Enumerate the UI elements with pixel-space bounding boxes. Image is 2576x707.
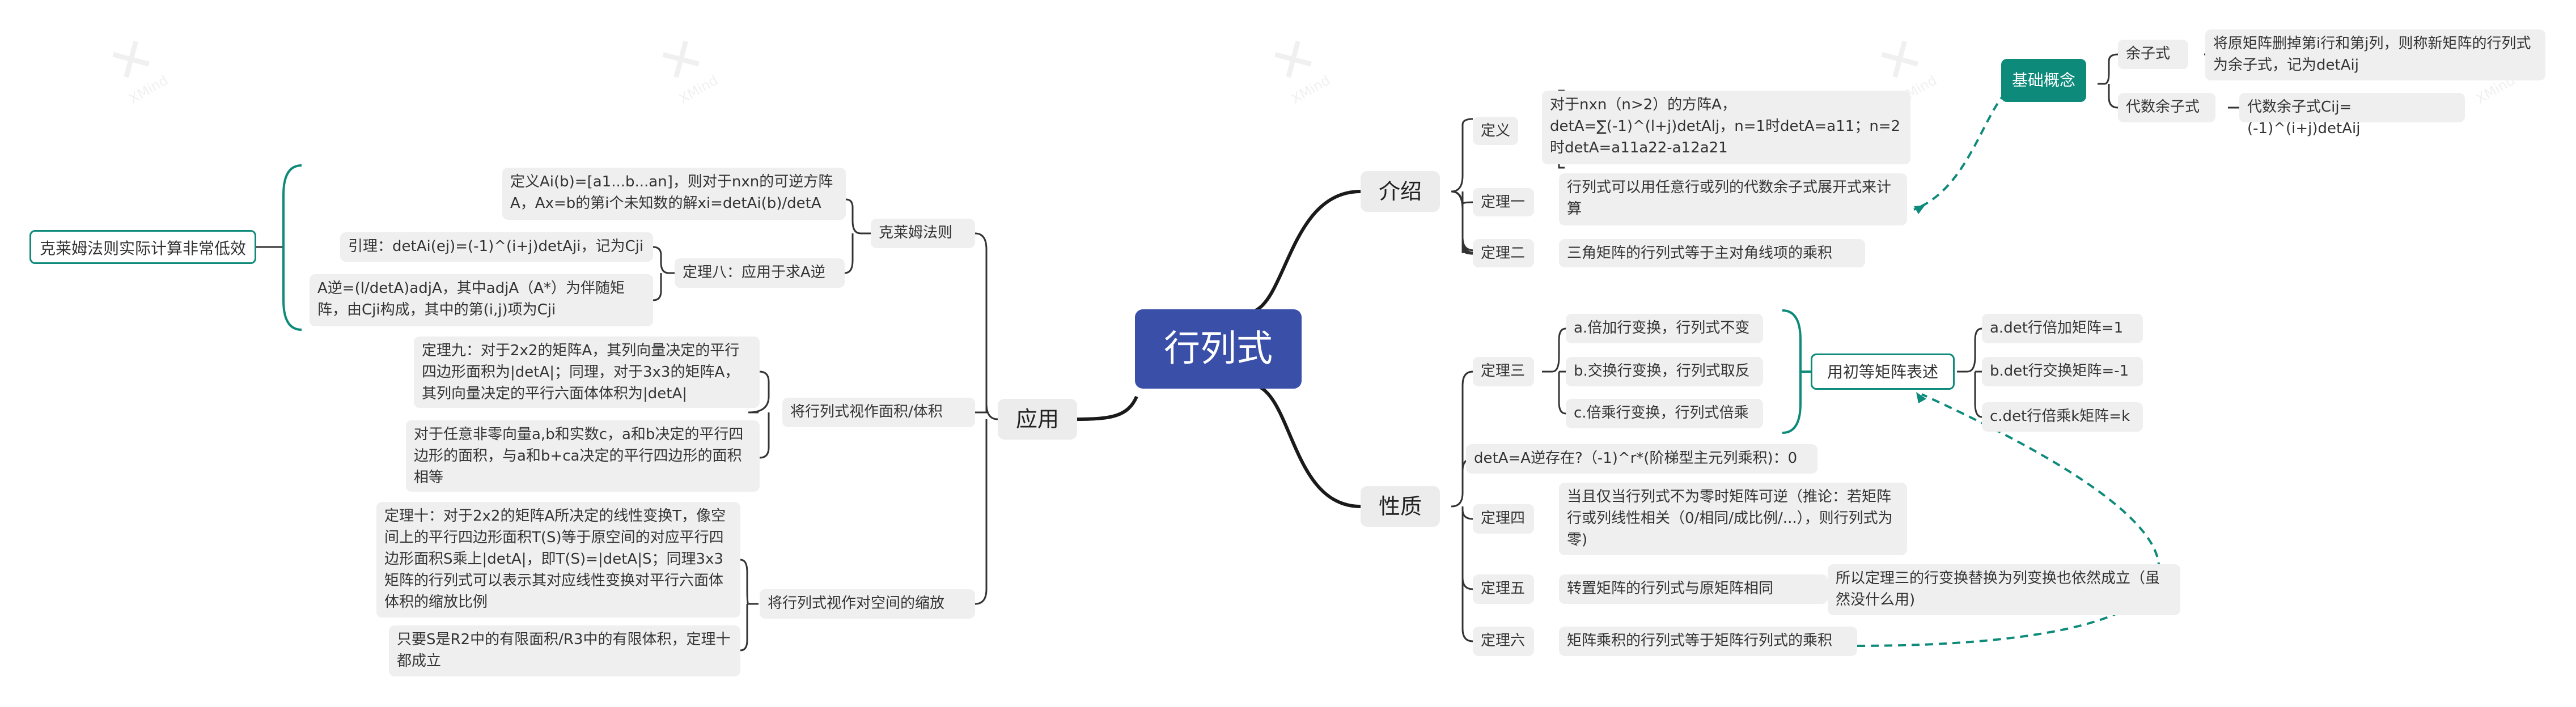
cramer-definition[interactable]: 定义Ai(b)=[a1...b...an]，则对于nxn的可逆方阵A，Ax=b的… [502, 168, 846, 220]
theorem5-label[interactable]: 定理五 [1473, 574, 1534, 604]
intro-theorem1-text[interactable]: 行列式可以用任意行或列的代数余子式展开式来计算 [1559, 173, 1907, 225]
theorem8-lemma[interactable]: 引理：detAi(ej)=(-1)^(i+j)detAji，记为Cji [340, 232, 653, 262]
topic-intro[interactable]: 介绍 [1361, 171, 1440, 212]
topic-properties[interactable]: 性质 [1361, 486, 1440, 527]
minor-label[interactable]: 余子式 [2118, 40, 2188, 69]
theorem3-item-b[interactable]: b.交换行变换，行列式取反 [1566, 357, 1763, 386]
theorem3-item-a[interactable]: a.倍加行变换，行列式不变 [1566, 314, 1763, 343]
cofactor-text[interactable]: 代数余子式Cij=(-1)^(i+j)detAij [2239, 93, 2465, 137]
elementary-b[interactable]: b.det行交换矩阵=-1 [1982, 357, 2143, 386]
elementary-c[interactable]: c.det行倍乘k矩阵=k [1982, 402, 2143, 432]
scale-label[interactable]: 将行列式视作对空间的缩放 [760, 589, 975, 619]
intro-definition-text[interactable]: 对于nxn（n>2）的方阵A，detA=∑(-1)^(l+j)detAlj，n=… [1542, 91, 1910, 164]
inverse-note[interactable]: detA=A逆存在?（-1)^r*(阶梯型主元列乘积)：0 [1466, 444, 1817, 474]
basic-concepts[interactable]: 基础概念 [2001, 59, 2086, 102]
theorem5-note[interactable]: 所以定理三的行变换替换为列变换也依然成立（虽然没什么用) [1828, 564, 2180, 615]
theorem6-label[interactable]: 定理六 [1473, 627, 1534, 656]
theorem5-text[interactable]: 转置矩阵的行列式与原矩阵相同 [1559, 574, 1828, 604]
theorem3-item-c[interactable]: c.倍乘行变换，行列式倍乘 [1566, 399, 1763, 428]
cramer-label[interactable]: 克莱姆法则 [871, 219, 975, 248]
elementary-a[interactable]: a.det行倍加矩阵=1 [1982, 314, 2143, 343]
theorem3-label[interactable]: 定理三 [1473, 357, 1534, 386]
cofactor-label[interactable]: 代数余子式 [2118, 93, 2215, 122]
theorem4-label[interactable]: 定理四 [1473, 504, 1534, 534]
elementary-matrix-summary[interactable]: 用初等矩阵表述 [1811, 354, 1955, 390]
intro-theorem2-label[interactable]: 定理二 [1473, 239, 1534, 267]
theorem6-text[interactable]: 矩阵乘积的行列式等于矩阵行列式的乘积 [1559, 627, 1857, 656]
minor-text[interactable]: 将原矩阵删掉第i行和第j列，则称新矩阵的行列式为余子式，记为detAij [2205, 29, 2545, 80]
theorem8-inverse[interactable]: A逆=(l/detA)adjA，其中adjA（A*）为伴随矩阵，由Cji构成，其… [310, 274, 653, 326]
area-note[interactable]: 对于任意非零向量a,b和实数c，a和b决定的平行四边形的面积，与a和b+ca决定… [406, 420, 760, 492]
root-topic[interactable]: 行列式 [1135, 309, 1302, 389]
theorem10-text[interactable]: 定理十：对于2x2的矩阵A所决定的线性变换T，像空间上的平行四边形面积T(S)等… [376, 502, 740, 617]
topic-application[interactable]: 应用 [998, 399, 1077, 440]
intro-theorem1-label[interactable]: 定理一 [1473, 188, 1534, 216]
area-label[interactable]: 将行列式视作面积/体积 [782, 398, 975, 427]
theorem8-label[interactable]: 定理八：应用于求A逆 [675, 258, 845, 288]
cramer-efficiency-note[interactable]: 克莱姆法则实际计算非常低效 [29, 230, 256, 264]
scale-note[interactable]: 只要S是R2中的有限面积/R3中的有限体积，定理十都成立 [389, 625, 740, 676]
intro-definition-label[interactable]: 定义 [1473, 117, 1518, 145]
intro-theorem2-text[interactable]: 三角矩阵的行列式等于主对角线项的乘积 [1559, 239, 1865, 267]
theorem4-text[interactable]: 当且仅当行列式不为零时矩阵可逆（推论：若矩阵行或列线性相关（0/相同/成比例/.… [1559, 483, 1907, 555]
theorem9-text[interactable]: 定理九：对于2x2的矩阵A，其列向量决定的平行四边形面积为|detA|；同理，对… [414, 337, 760, 408]
